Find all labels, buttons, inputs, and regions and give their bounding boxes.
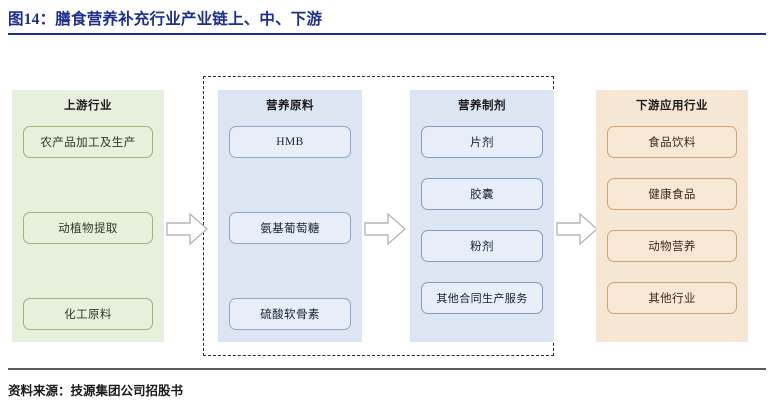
- item-plant-animal-extraction[interactable]: 动植物提取: [23, 212, 153, 244]
- item-chemical-raw-material[interactable]: 化工原料: [23, 298, 153, 330]
- panel-upstream[interactable]: 上游行业 农产品加工及生产 动植物提取 化工原料: [12, 90, 164, 342]
- arrow-right-icon: [166, 212, 208, 246]
- item-animal-nutrition[interactable]: 动物营养: [607, 230, 737, 262]
- panel-downstream-title: 下游应用行业: [636, 100, 708, 112]
- figure-header: 图14：膳食营养补充行业产业链上、中、下游: [8, 10, 766, 36]
- item-capsule[interactable]: 胶囊: [421, 178, 543, 210]
- value-chain-diagram: 上游行业 农产品加工及生产 动植物提取 化工原料 营养原料 HMB 氨基葡萄糖 …: [0, 40, 774, 365]
- panel-downstream[interactable]: 下游应用行业 食品饮料 健康食品 动物营养 其他行业: [596, 90, 748, 342]
- footer-divider: [8, 368, 766, 370]
- panel-nutrition-formulation-items: 片剂 胶囊 粉剂 其他合同生产服务: [410, 116, 554, 342]
- item-health-food[interactable]: 健康食品: [607, 178, 737, 210]
- item-hmb[interactable]: HMB: [229, 126, 351, 158]
- panel-nutrition-formulation-title: 营养制剂: [458, 100, 506, 112]
- panel-downstream-items: 食品饮料 健康食品 动物营养 其他行业: [596, 116, 748, 342]
- panel-nutrition-formulation[interactable]: 营养制剂 片剂 胶囊 粉剂 其他合同生产服务: [410, 90, 554, 342]
- item-other-industries[interactable]: 其他行业: [607, 282, 737, 314]
- panel-nutrition-raw-material-title: 营养原料: [266, 100, 314, 112]
- item-glucosamine[interactable]: 氨基葡萄糖: [229, 212, 351, 244]
- title-divider: [8, 33, 766, 35]
- item-powder[interactable]: 粉剂: [421, 230, 543, 262]
- panel-nutrition-raw-material-items: HMB 氨基葡萄糖 硫酸软骨素: [218, 116, 362, 342]
- figure-title: 图14：膳食营养补充行业产业链上、中、下游: [8, 11, 323, 28]
- item-other-contract-manufacturing[interactable]: 其他合同生产服务: [421, 282, 543, 314]
- item-chondroitin-sulfate[interactable]: 硫酸软骨素: [229, 298, 351, 330]
- item-food-beverage[interactable]: 食品饮料: [607, 126, 737, 158]
- source-note: 资料来源：技源集团公司招股书: [8, 384, 184, 398]
- item-agricultural-processing[interactable]: 农产品加工及生产: [23, 126, 153, 158]
- panel-upstream-items: 农产品加工及生产 动植物提取 化工原料: [12, 116, 164, 342]
- item-tablet[interactable]: 片剂: [421, 126, 543, 158]
- arrow-right-icon: [556, 212, 598, 246]
- panel-upstream-title: 上游行业: [64, 100, 112, 112]
- arrow-right-icon: [364, 212, 406, 246]
- panel-nutrition-raw-material[interactable]: 营养原料 HMB 氨基葡萄糖 硫酸软骨素: [218, 90, 362, 342]
